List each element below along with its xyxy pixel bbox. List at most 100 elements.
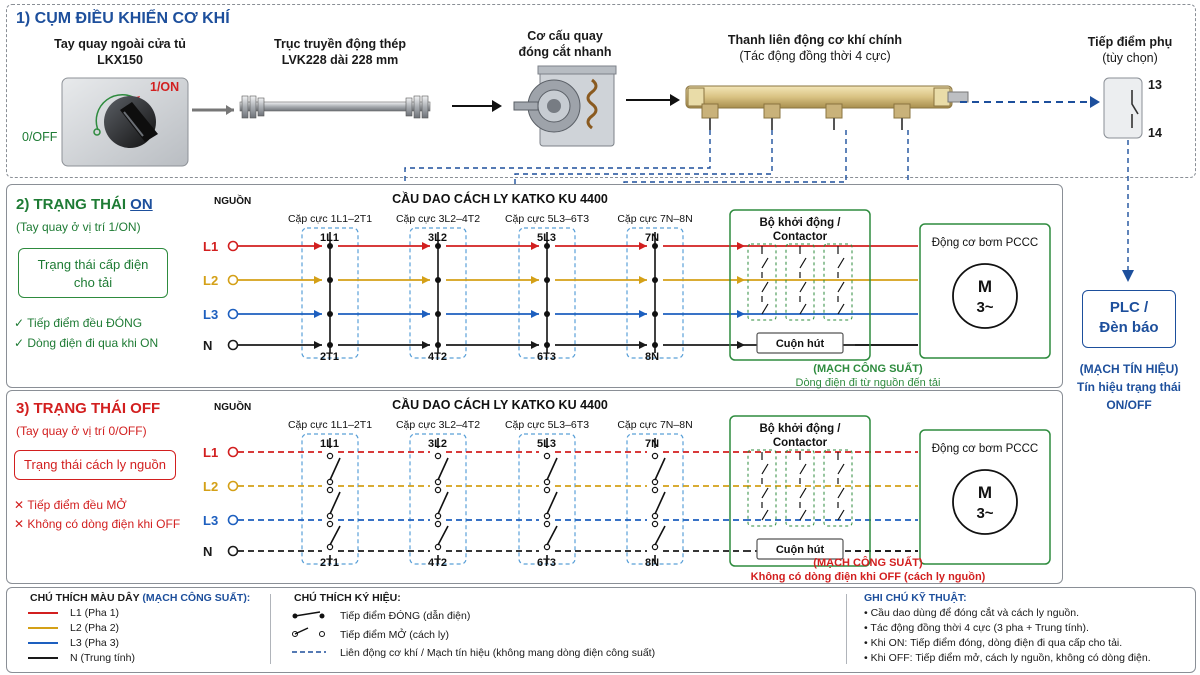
legend-tech-title: GHI CHÚ KỸ THUẬT: <box>864 592 967 604</box>
off-open-top-2-3 <box>434 520 442 528</box>
on-starter-label-1: Bộ khởi động / <box>760 217 842 229</box>
on-pole-bottom-1: 2T1 <box>320 351 339 363</box>
on-contact-1-2 <box>327 277 333 283</box>
on-arrow-3-5 <box>737 310 745 318</box>
off-open-contact-3-3 <box>543 543 551 551</box>
on-line-label-l1: L1 <box>203 239 218 254</box>
on-pole-box-2 <box>409 227 467 359</box>
on-pole-label-4: Cặp cực 7N–8N <box>617 213 692 225</box>
check-icon: ✓ <box>14 336 28 350</box>
state-on-box-text: Trạng thái cấp điện cho tải <box>37 257 149 290</box>
on-arrow-1-3 <box>531 242 539 250</box>
on-source-terminal-3 <box>227 308 239 320</box>
off-open-blade-3-3 <box>546 525 558 546</box>
on-contact-1-1 <box>327 243 333 249</box>
cross-icon: ✕ <box>14 517 28 531</box>
off-motor-title: Động cơ bơm PCCC <box>932 443 1038 455</box>
off-open-contact-4-2 <box>651 512 659 520</box>
state-on-box <box>18 248 168 298</box>
section1-title: 1) CỤM ĐIỀU KHIỂN CƠ KHÍ <box>16 10 230 27</box>
off-open-top-4-3 <box>651 520 659 528</box>
on-arrow-1-5 <box>737 242 745 250</box>
on-arrow-3-4 <box>639 310 647 318</box>
on-arrow-2-2 <box>422 276 430 284</box>
on-arrow-1-4 <box>639 242 647 250</box>
off-motor-symbol <box>952 469 1018 535</box>
off-open-blade-4-2 <box>654 491 666 515</box>
section2-title: 2) TRẠNG THÁI ON <box>16 196 153 213</box>
on-source-terminal-2 <box>227 274 239 286</box>
off-pole-label-1: Cặp cực 1L1–2T1 <box>288 419 372 431</box>
check-icon: ✓ <box>14 316 28 330</box>
on-source-terminal-1 <box>227 240 239 252</box>
legend-tech-1: • Cầu dao dùng để đóng cắt và cách ly ng… <box>864 607 1079 619</box>
off-starter-contact-box-2 <box>785 449 815 527</box>
on-source-terminal-4 <box>227 339 239 351</box>
off-line-label-l2: L2 <box>203 479 218 494</box>
on-contact-2-1 <box>435 243 441 249</box>
on-pole-label-2: Cặp cực 3L2–4T2 <box>396 213 480 225</box>
on-coil-box <box>756 332 844 354</box>
off-starter-contact-box-3 <box>823 449 853 527</box>
legend-divider-2 <box>846 594 847 664</box>
handle-on-label: 1/ON <box>150 80 180 94</box>
off-note-2: ✕ Không có dòng điện khi OFF <box>14 517 181 531</box>
on-arrow-2-3 <box>531 276 539 284</box>
off-open-blade-3-2 <box>546 491 558 515</box>
off-source-terminal-4 <box>227 545 239 557</box>
snap-action-mechanism-illustration <box>513 65 617 147</box>
off-open-top-2-2 <box>434 486 442 494</box>
off-open-blade-2-2 <box>437 491 449 515</box>
off-open-blade-2-3 <box>437 525 449 546</box>
off-coil-label: Cuộn hút <box>776 544 825 556</box>
legend-tech-4: • Khi OFF: Tiếp điểm mở, cách ly nguồn, … <box>864 652 1151 664</box>
off-line-label-n: N <box>203 544 212 559</box>
off-pole-label-4: Cặp cực 7N–8N <box>617 419 692 431</box>
on-contact-1-4 <box>327 342 333 348</box>
aux-terminal-13: 13 <box>1148 78 1162 92</box>
off-open-top-3-3 <box>543 520 551 528</box>
on-contact-2-3 <box>435 311 441 317</box>
on-arrow-4-1 <box>314 341 322 349</box>
off-pole-label-3: Cặp cực 5L3–6T3 <box>505 419 589 431</box>
on-pole-bottom-4: 8N <box>645 351 659 363</box>
on-arrow-2-4 <box>639 276 647 284</box>
on-contact-4-1 <box>652 243 658 249</box>
off-starter-contact-box-1 <box>747 449 777 527</box>
off-open-blade-4-1 <box>654 457 666 481</box>
off-open-contact-4-3 <box>651 543 659 551</box>
legend-symbol-open: Tiếp điểm MỞ (cách ly) <box>340 629 449 641</box>
on-arrow-3-2 <box>422 310 430 318</box>
mechanism-title: Cơ cấu quay đóng cắt nhanh <box>518 29 612 59</box>
off-source-terminal-1 <box>227 446 239 458</box>
off-source-label: NGUỒN <box>214 400 251 413</box>
off-open-blade-1-1 <box>329 457 341 481</box>
legend-symbol-closed: Tiếp điểm ĐÓNG (dẫn điện) <box>340 610 471 622</box>
on-contact-3-3 <box>544 311 550 317</box>
off-pole-top-4: 7N <box>645 438 659 450</box>
off-open-contact-2-2 <box>434 512 442 520</box>
off-starter-contact-2 <box>799 452 807 521</box>
on-contact-4-2 <box>652 277 658 283</box>
off-open-contact-1-3 <box>326 543 334 551</box>
off-open-blade-4-3 <box>654 525 666 546</box>
legend-tech-2: • Tác động đồng thời 4 cực (3 pha + Trun… <box>864 622 1089 634</box>
legend-panel <box>6 587 1196 673</box>
legend-divider-1 <box>270 594 271 664</box>
on-arrow-1-1 <box>314 242 322 250</box>
aux-contact-title: Tiếp điểm phụ (tùy chọn) <box>1087 35 1173 65</box>
off-starter-contact-1 <box>761 452 769 521</box>
off-line-label-l1: L1 <box>203 445 218 460</box>
on-starter-contact-2 <box>799 246 807 315</box>
off-open-top-3-1 <box>543 452 551 460</box>
on-contact-3-1 <box>544 243 550 249</box>
on-pole-box-4 <box>626 227 684 359</box>
on-contact-4-4 <box>652 342 658 348</box>
plc-signal-note: (MẠCH TÍN HIỆU) Tín hiệu trạng thái ON/O… <box>1077 362 1181 412</box>
door-handle-illustration <box>61 77 189 167</box>
on-starter-contact-1 <box>761 246 769 315</box>
on-circuit-note-1: (MẠCH CÔNG SUẤT) <box>813 362 923 375</box>
off-open-blade-1-2 <box>329 491 341 515</box>
on-pole-label-3: Cặp cực 5L3–6T3 <box>505 213 589 225</box>
off-open-blade-2-1 <box>437 457 449 481</box>
